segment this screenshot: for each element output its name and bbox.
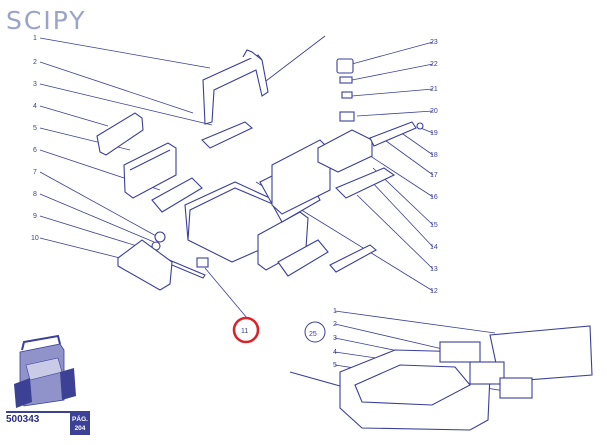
leader-21 [351,88,434,97]
power-supply-top [354,364,471,406]
brush-roller-part [151,177,203,213]
part-22 [339,76,353,84]
flat-plate-part [329,244,377,273]
sub-part-2 [439,341,481,363]
callout-8: 8 [33,191,37,198]
shaft-part [369,121,417,147]
leader-20 [356,110,434,117]
side-handle-part [117,239,173,291]
callout-12: 12 [430,288,438,295]
leader-11 [204,267,248,319]
callout-9: 9 [33,213,37,220]
callout-3: 3 [33,81,37,88]
callout-2: 2 [33,59,37,66]
sub-callout-labels: 1 2 3 4 5 [333,308,337,369]
panel-cover [489,325,593,383]
power-cable [289,371,341,387]
leader-9 [39,215,151,251]
callout-13: 13 [430,266,438,273]
handle-part [202,54,269,125]
sub-leader-2 [334,323,448,351]
leader-13 [356,194,434,270]
leader-7 [39,171,159,238]
leader-2 [39,61,194,114]
callout-15: 15 [430,222,438,229]
callout-7: 7 [33,169,37,176]
motor-block-part [317,129,373,173]
callout-6: 6 [33,147,37,154]
sub-callout-3: 3 [333,335,337,342]
leader-3 [39,83,213,126]
page-number-box: PÁG. 204 [70,413,90,435]
part-21 [341,91,353,99]
callout-11: 11 [241,328,248,335]
footer-rule [6,411,90,413]
callout-19: 19 [430,130,438,137]
leader-17 [381,137,434,176]
part-23 [336,58,354,74]
part-20 [339,111,355,122]
sub-callout-4: 4 [333,349,337,356]
leader-18 [399,131,434,156]
filter-basket-part [123,142,177,199]
main-body-top [187,187,283,241]
leader-8 [39,193,155,243]
handle-top [242,49,263,61]
leader-22 [351,63,434,81]
shaft-ring [416,122,424,130]
callout-23: 23 [430,39,438,46]
callout-labels-right: 12 13 14 15 16 17 18 19 20 21 22 23 [430,39,438,295]
leader-10 [39,237,121,259]
callout-20: 20 [430,108,438,115]
sub-callout-1: 1 [333,308,337,315]
callout-22: 22 [430,61,438,68]
callout-10: 10 [31,235,39,242]
page-number: 204 [74,425,86,432]
callout-1: 1 [33,35,37,42]
sub-assembly-circle [304,321,326,343]
small-cap-part [196,257,209,268]
callout-17: 17 [430,172,438,179]
callout-18: 18 [430,152,438,159]
top-cover-part [201,121,254,149]
product-code: 500343 [6,414,40,425]
sub-assembly-label: 25 [309,331,317,338]
page-title: SCIPY [6,6,87,35]
leader-1 [39,37,211,69]
leader-14 [369,179,434,248]
sub-callout-2: 2 [333,321,337,328]
highlight-circle-11 [232,316,260,344]
product-thumbnail [14,334,76,408]
callout-14: 14 [430,244,438,251]
page-label: PÁG. [72,416,88,423]
sub-part-4 [469,361,505,385]
callout-labels-left: 1 2 3 4 5 6 7 8 9 10 [31,35,39,242]
callout-4: 4 [33,103,37,110]
callout-16: 16 [430,194,438,201]
callout-21: 21 [430,86,438,93]
leader-1-handle-top [261,35,326,85]
filter-cover-part [96,112,144,156]
leader-23 [351,41,434,65]
right-lid-part [335,167,396,199]
sub-leader-1 [334,310,496,334]
sub-callout-5: 5 [333,362,337,369]
wheel-part-7 [154,231,166,243]
basket-rim [129,149,171,171]
leader-4 [39,105,109,127]
callout-5: 5 [33,125,37,132]
right-brush-part [277,239,329,277]
sub-part-5 [499,377,533,399]
side-plate-part [271,139,331,215]
